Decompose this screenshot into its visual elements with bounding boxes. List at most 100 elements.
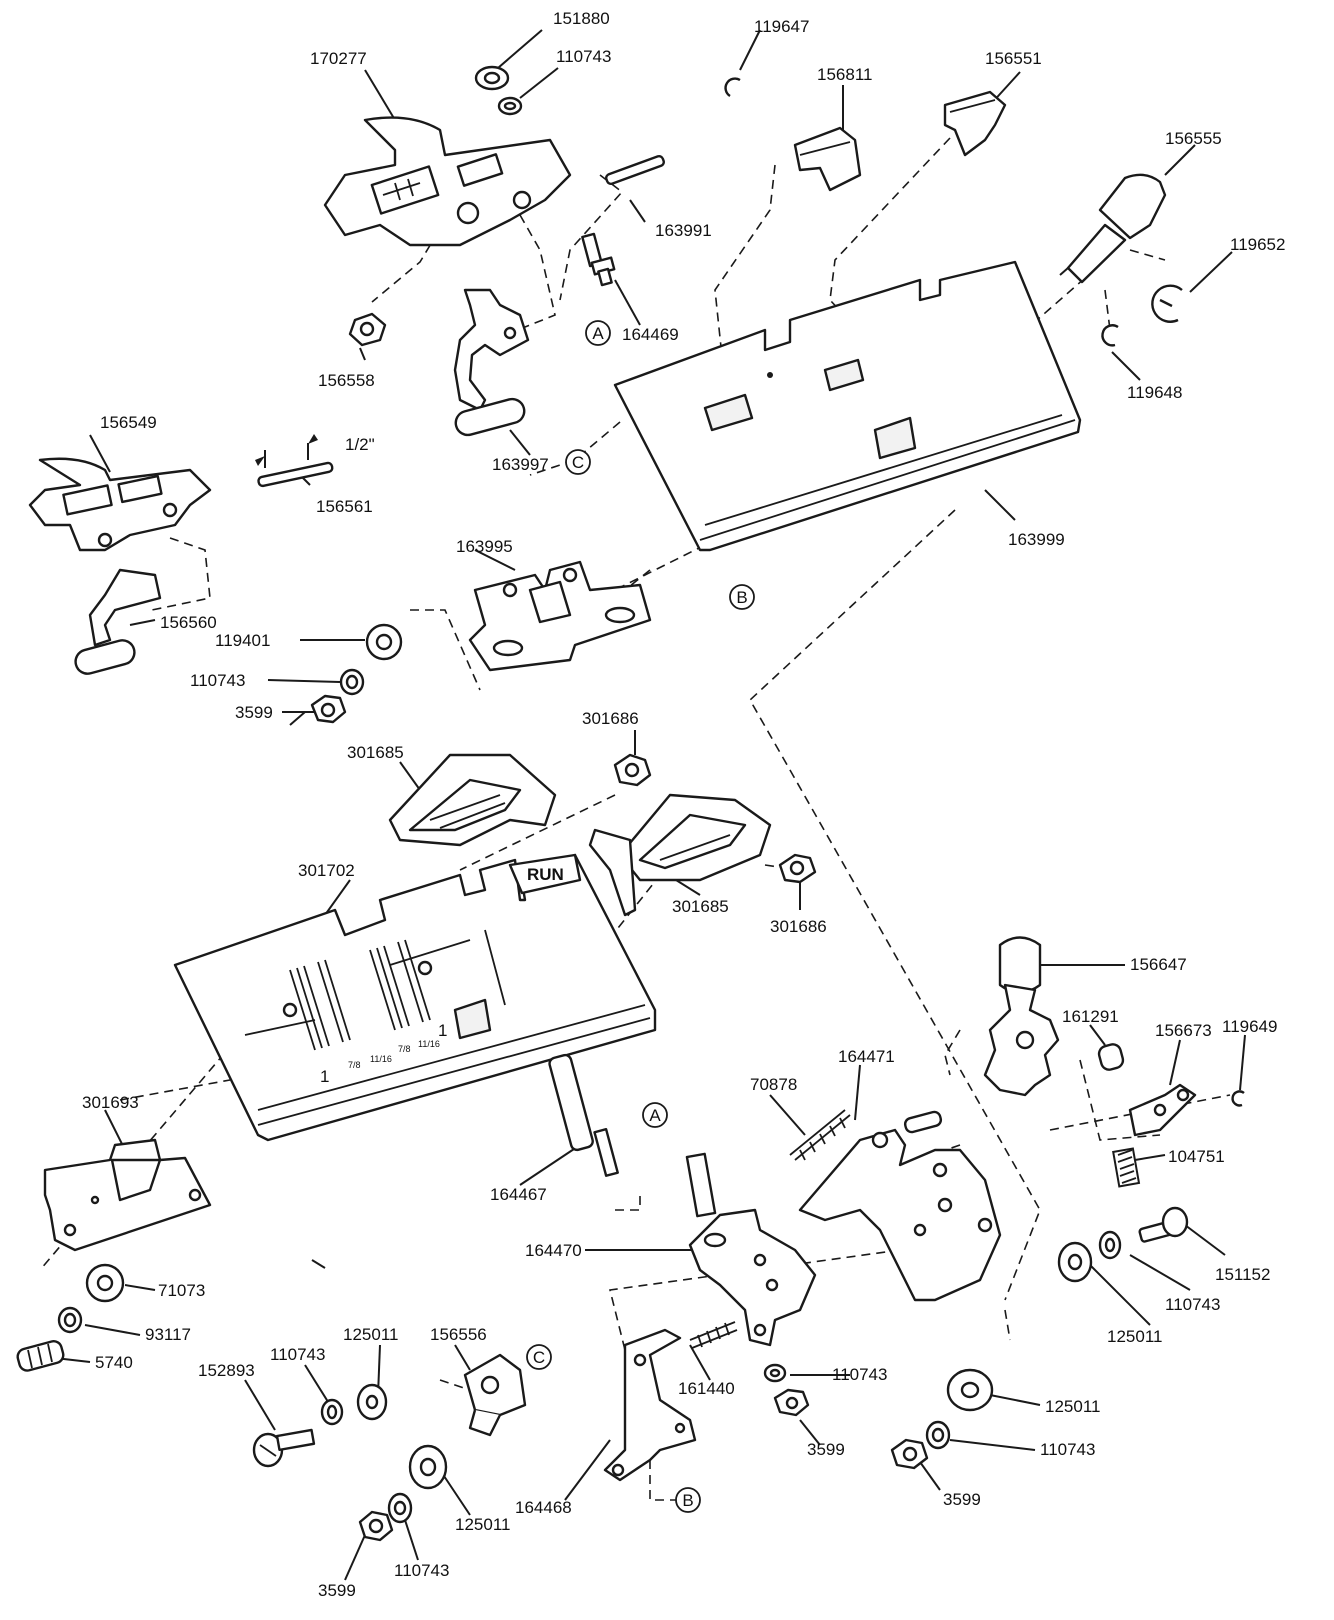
run-tab-label: RUN xyxy=(527,865,564,884)
part-119401-washer xyxy=(365,623,403,661)
part-71073-washer xyxy=(85,1263,125,1303)
part-301686-nut-b xyxy=(778,853,817,884)
part-119652-eclip xyxy=(1151,284,1183,323)
top-parts xyxy=(28,65,1183,724)
part-70878-spring xyxy=(789,1109,851,1161)
label-163999: 163999 xyxy=(1008,530,1065,549)
label-125011-a: 125011 xyxy=(1107,1327,1162,1346)
label-164471: 164471 xyxy=(838,1047,895,1066)
part-119649-clip xyxy=(1231,1090,1245,1107)
middle-parts xyxy=(43,753,817,1252)
part-156673-link xyxy=(1128,1083,1197,1137)
part-125011-washer-b xyxy=(356,1383,388,1421)
label-5740: 5740 xyxy=(95,1353,133,1372)
part-301686-nut-a xyxy=(613,753,652,787)
label-161291: 161291 xyxy=(1062,1007,1119,1026)
label-163995: 163995 xyxy=(456,537,513,556)
plate-mark-7-8-left: 7/8 xyxy=(348,1060,361,1070)
plate-mark-11-16-left: 11/16 xyxy=(370,1054,392,1064)
callout-C-bottom xyxy=(526,1344,552,1370)
part-125011-washer-a xyxy=(1057,1241,1093,1283)
label-110743-d: 110743 xyxy=(832,1365,887,1384)
label-125011-b: 125011 xyxy=(343,1325,398,1344)
label-119401: 119401 xyxy=(215,631,270,650)
part-93117-lockwasher xyxy=(57,1306,83,1334)
callout-B-top-label: B xyxy=(736,588,747,607)
part-156647-lever xyxy=(983,936,1060,1097)
label-119652: 119652 xyxy=(1230,235,1285,254)
label-170277: 170277 xyxy=(310,49,367,68)
part-110743-lockwasher-d xyxy=(763,1363,787,1383)
part-163995-bracket xyxy=(468,560,652,672)
part-151152-screw xyxy=(1138,1206,1189,1243)
part-5740-screw xyxy=(16,1340,65,1372)
label-3599-c: 3599 xyxy=(943,1490,981,1509)
callout-A-bottom xyxy=(642,1102,668,1128)
label-164468: 164468 xyxy=(515,1498,572,1517)
label-161440: 161440 xyxy=(678,1379,735,1398)
label-110743-f: 110743 xyxy=(394,1561,449,1580)
label-110743-e: 110743 xyxy=(1040,1440,1095,1459)
callout-A-bottom-label: A xyxy=(649,1106,661,1125)
part-110743-lockwasher-f xyxy=(387,1492,413,1524)
part-110743-lockwasher-e xyxy=(925,1420,951,1450)
label-93117: 93117 xyxy=(145,1325,191,1344)
part-163997-crank xyxy=(453,288,530,437)
part-104751-spring xyxy=(1112,1147,1141,1188)
callout-B-bottom xyxy=(675,1487,701,1513)
callout-C-top xyxy=(565,449,591,475)
part-3599-nut-a xyxy=(310,694,347,724)
part-156561-pin xyxy=(255,434,334,488)
label-156673: 156673 xyxy=(1155,1021,1212,1040)
label-3599-a: 3599 xyxy=(235,703,273,722)
callout-circles: A C B A C B xyxy=(526,320,755,1513)
part-164467-screw xyxy=(548,1053,619,1177)
label-110743-b: 110743 xyxy=(1165,1295,1220,1314)
plate-markings: RUN 1 1 7/8 11/16 7/8 11/16 xyxy=(320,865,564,1086)
lower-parts xyxy=(16,936,1245,1542)
part-151880-nut xyxy=(474,65,510,91)
label-301693: 301693 xyxy=(82,1093,139,1112)
callout-A-top-label: A xyxy=(592,324,604,343)
label-163991: 163991 xyxy=(655,221,712,240)
part-156549-bracket xyxy=(28,457,212,552)
callout-C-top-label: C xyxy=(572,453,584,472)
label-3599-d: 3599 xyxy=(318,1581,356,1600)
part-163999-plate xyxy=(613,260,1082,552)
label-151152: 151152 xyxy=(1215,1265,1270,1284)
label-70878: 70878 xyxy=(750,1075,797,1094)
label-156555: 156555 xyxy=(1165,129,1222,148)
part-163991-pin xyxy=(605,154,665,186)
label-119648: 119648 xyxy=(1127,383,1182,402)
part-156560-crank xyxy=(74,568,162,675)
label-110743-top: 110743 xyxy=(556,47,611,66)
callout-C-bottom-label: C xyxy=(533,1348,545,1367)
leader-lines xyxy=(54,29,1246,1581)
label-71073: 71073 xyxy=(158,1281,205,1300)
part-3599-nut-c xyxy=(890,1438,929,1470)
callout-A-top xyxy=(585,320,611,346)
label-156561: 156561 xyxy=(316,497,373,516)
part-110743-lockwasher-b xyxy=(1098,1230,1122,1260)
label-301685-b: 301685 xyxy=(672,897,729,916)
label-152893: 152893 xyxy=(198,1361,255,1380)
plate-mark-1-left: 1 xyxy=(320,1067,329,1086)
plate-mark-1-right: 1 xyxy=(438,1021,447,1040)
label-156556: 156556 xyxy=(430,1325,487,1344)
part-number-labels: 151880 110743 119647 170277 156811 15655… xyxy=(82,9,1285,1600)
part-3599-nut-d xyxy=(358,1510,394,1542)
part-125011-washer-d xyxy=(946,1368,994,1412)
part-161440-spring xyxy=(689,1321,738,1349)
label-125011-c: 125011 xyxy=(1045,1397,1100,1416)
label-164467: 164467 xyxy=(490,1185,547,1204)
plate-mark-11-16-right: 11/16 xyxy=(418,1039,440,1049)
part-152893-screw xyxy=(252,1428,316,1468)
part-301685-guide-a xyxy=(388,753,557,847)
label-119649: 119649 xyxy=(1222,1017,1277,1036)
part-110743-lockwasher-top xyxy=(497,96,523,116)
callout-B-top xyxy=(729,584,755,610)
plate-mark-7-8-right: 7/8 xyxy=(398,1044,411,1054)
part-156558-nut xyxy=(348,312,387,347)
label-156811: 156811 xyxy=(817,65,872,84)
